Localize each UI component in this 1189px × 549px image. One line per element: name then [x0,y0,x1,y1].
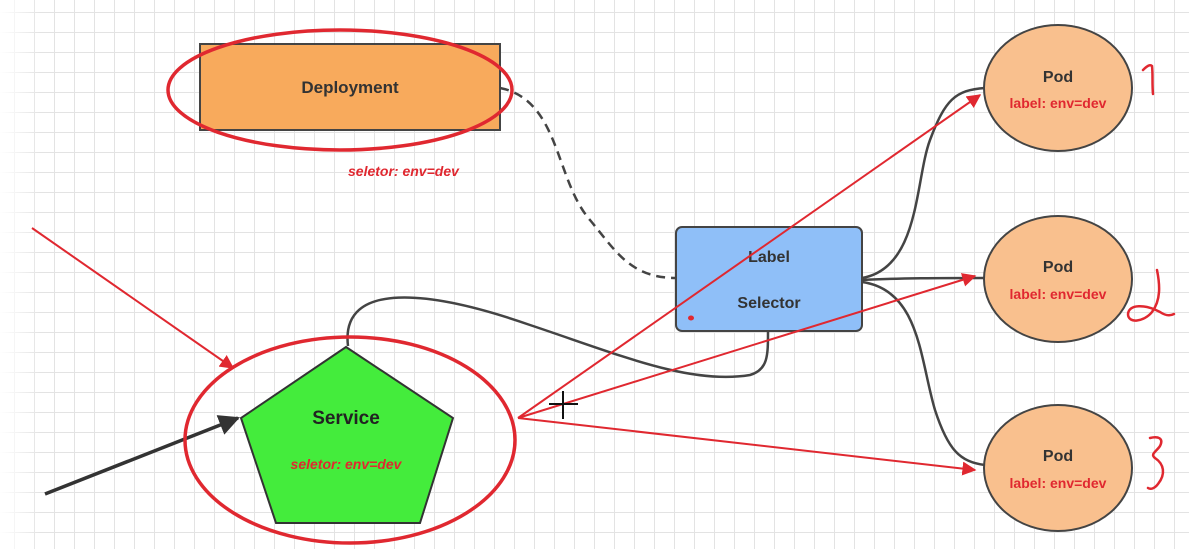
selector-pod3-connector [861,280,986,467]
handwritten-number-1 [1141,63,1155,96]
pod-title: Pod [1043,448,1073,465]
red-dot-mark [688,315,694,321]
pod-title: Pod [1043,69,1073,86]
label-selector-line2: Selector [737,295,800,312]
grid-edge-fade [0,0,40,549]
deployment-label: Deployment [301,78,399,97]
pod-title: Pod [1043,259,1073,276]
pod-label: label: env=dev [1010,286,1107,302]
annotation-arrow-to-pod3 [517,417,977,476]
service-selector-text: seletor: env=dev [291,456,403,472]
deployment-selector-connector [499,86,677,280]
annotation-arrow-to-service [31,227,235,369]
pod-label: label: env=dev [1010,95,1107,111]
pod-node-3: Pod label: env=dev [983,404,1133,532]
selector-pod1-connector [861,86,986,280]
deployment-highlight-circle [166,28,514,152]
deployment-selector-text: seletor: env=dev [348,163,460,179]
service-label: Service [312,408,380,429]
handwritten-number-2 [1126,268,1176,322]
pod-node-2: Pod label: env=dev [983,215,1133,343]
service-highlight-circle [183,335,517,545]
handwritten-number-3 [1146,436,1165,491]
annotation-arrow-to-pod2 [517,273,977,419]
label-selector-node: Label Selector [675,226,863,332]
move-cursor-icon [549,391,578,419]
incoming-traffic-arrow [44,415,240,496]
service-node: Service seletor: env=dev [239,345,455,524]
deployment-node: Deployment [199,43,501,131]
annotation-arrow-to-pod1 [517,94,982,419]
pod-circle [983,404,1133,532]
service-selector-connector [346,296,770,379]
pod-circle [983,215,1133,343]
pod-label: label: env=dev [1010,475,1107,491]
pod-circle [983,24,1133,152]
label-selector-box [675,226,863,332]
service-pentagon [239,345,455,524]
pod-node-1: Pod label: env=dev [983,24,1133,152]
deployment-box [199,43,501,131]
label-selector-line1: Label [748,249,790,266]
